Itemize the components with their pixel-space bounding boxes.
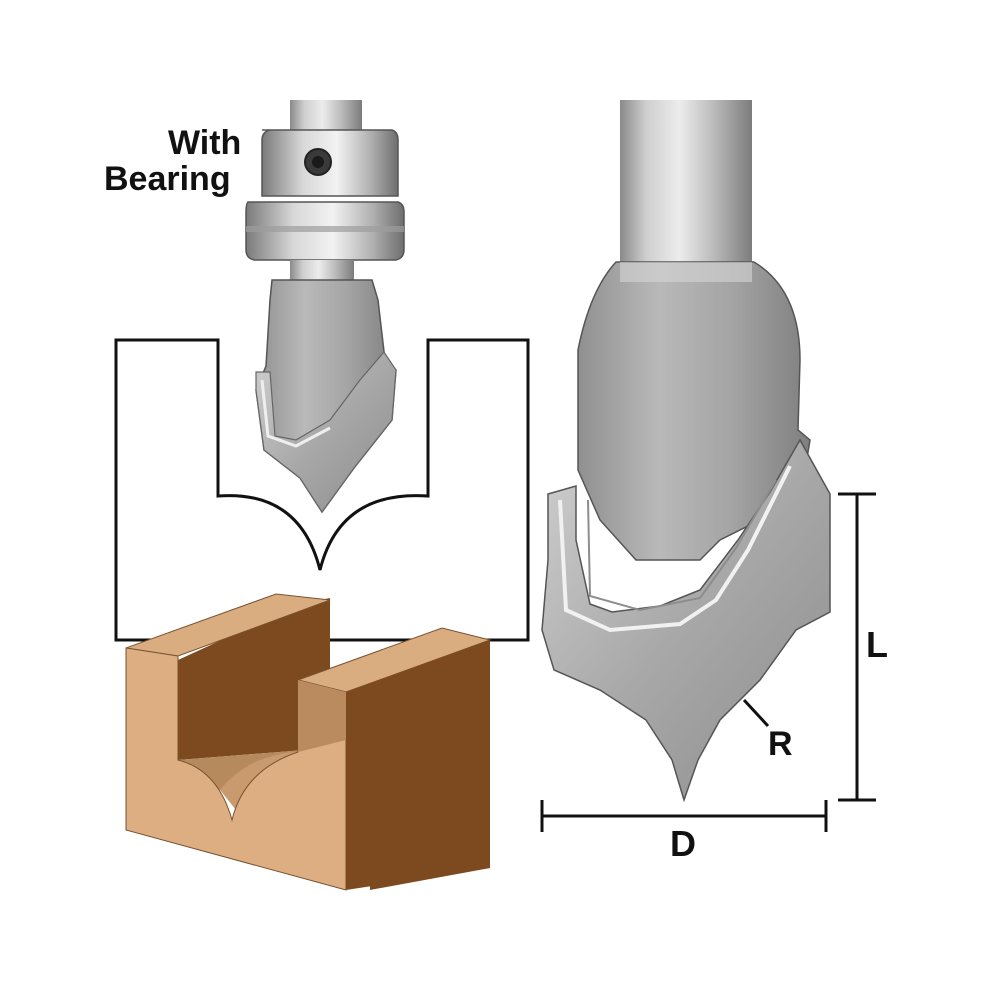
bearing-bit-neck — [290, 260, 354, 280]
with-bearing-label-line2: Bearing — [104, 160, 231, 198]
length-label: L — [866, 624, 888, 665]
bearing-bit-shank — [290, 100, 362, 130]
radius-leader — [742, 698, 770, 728]
groove-profile-outline — [114, 338, 530, 642]
large-bit-shank — [620, 100, 752, 265]
radius-label: R — [768, 725, 793, 763]
diameter-label: D — [670, 823, 696, 864]
dimension-L — [838, 492, 876, 802]
with-bearing-label-line1: With — [168, 124, 242, 162]
bearing-bit — [245, 100, 405, 514]
dimension-D — [540, 800, 828, 832]
large-router-bit — [541, 100, 831, 803]
wood-block — [125, 593, 492, 891]
